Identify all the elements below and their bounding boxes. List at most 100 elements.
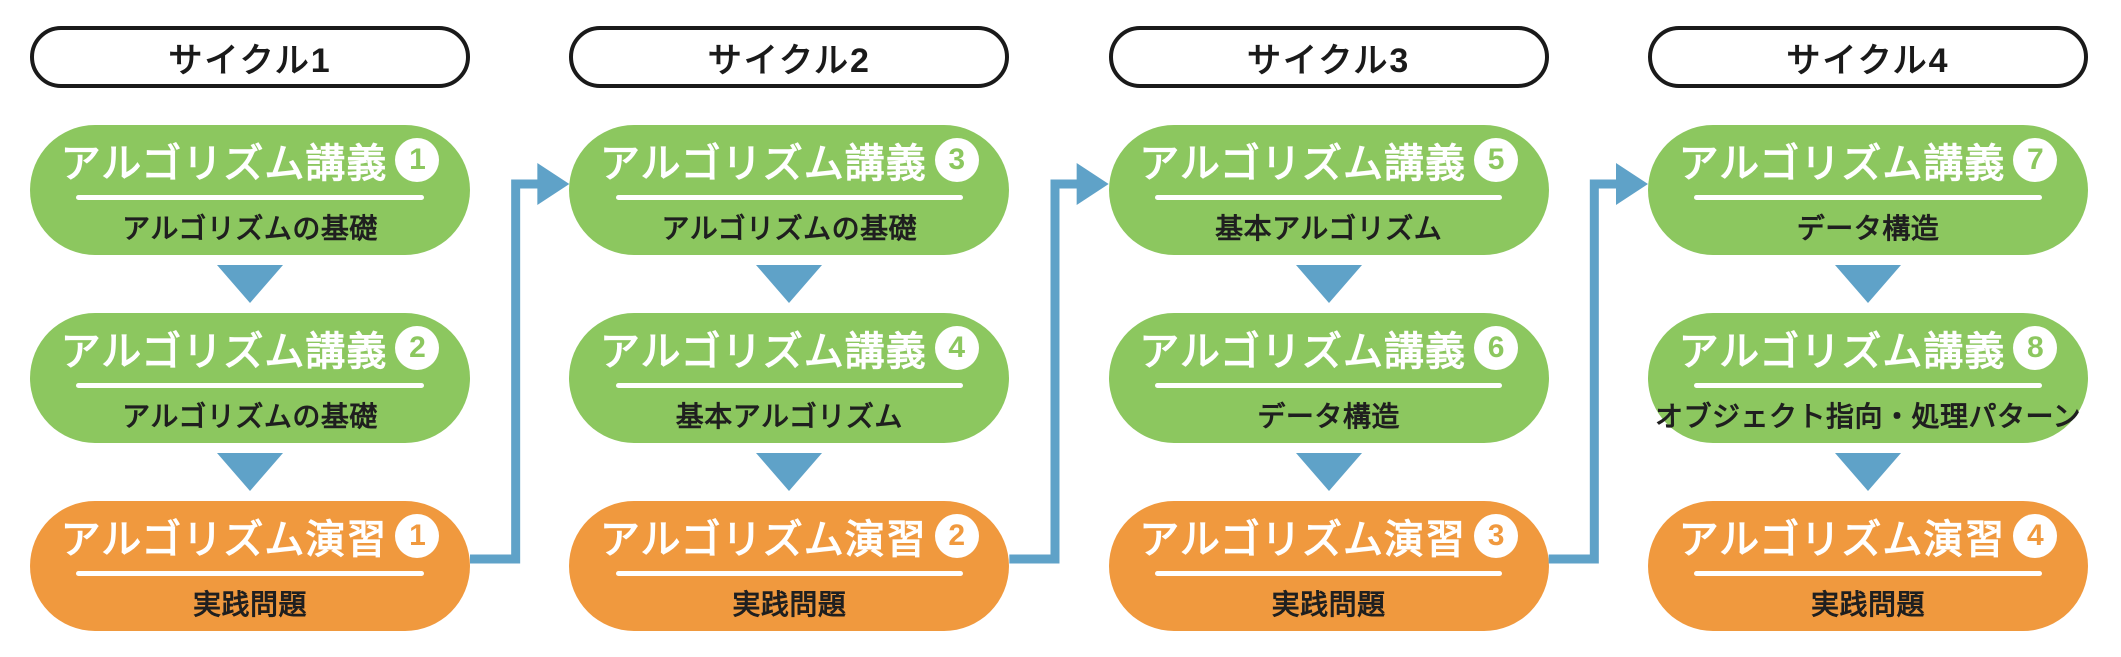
down-arrow-icon	[217, 265, 283, 303]
cycle-header-pill: サイクル4	[1647, 26, 2088, 88]
box-separator	[615, 571, 964, 576]
box-title: アルゴリズム演習	[599, 518, 927, 562]
box-subtitle: データ構造	[1796, 213, 1940, 244]
box-title: アルゴリズム演習	[1678, 518, 2006, 562]
arrow-spacer	[569, 255, 1009, 313]
box-title: アルゴリズム講義	[1139, 330, 1467, 374]
box-subtitle: データ構造	[1257, 401, 1400, 432]
box-subtitle: 基本アルゴリズム	[675, 401, 903, 432]
box-title: アルゴリズム演習	[60, 518, 388, 562]
box-number-badge: 3	[1474, 514, 1519, 558]
box-subtitle: オブジェクト指向・処理パターン	[1654, 401, 2082, 432]
cycle-header-pill: サイクル2	[569, 26, 1010, 88]
box-separator	[76, 571, 424, 576]
cycle-header-pill: サイクル3	[1108, 26, 1549, 88]
box-number-badge: 2	[395, 326, 440, 370]
box-subtitle: 実践問題	[192, 589, 307, 620]
box-separator	[1694, 383, 2042, 388]
header-spacer	[1648, 88, 2088, 125]
box-separator	[1154, 571, 1503, 576]
box-separator	[615, 383, 964, 388]
header-spacer	[1109, 88, 1549, 125]
box-subtitle: アルゴリズムの基礎	[661, 213, 918, 244]
box-subtitle: 実践問題	[732, 589, 847, 620]
box-title: アルゴリズム講義	[1678, 330, 2006, 374]
box-subtitle: アルゴリズムの基礎	[122, 401, 378, 432]
box-title: アルゴリズム講義	[599, 142, 927, 186]
box-separator	[76, 383, 424, 388]
arrow-spacer	[30, 443, 470, 501]
box-title: アルゴリズム講義	[60, 142, 388, 186]
box-number-badge: 1	[395, 138, 440, 182]
box-title: アルゴリズム講義	[60, 330, 388, 374]
box-subtitle: 基本アルゴリズム	[1215, 213, 1443, 244]
arrow-spacer	[30, 255, 470, 313]
down-arrow-icon	[756, 265, 823, 303]
box-number-badge: 1	[395, 514, 440, 558]
box-subtitle: 実践問題	[1810, 589, 1925, 620]
box-separator	[1154, 195, 1503, 200]
box-number-badge: 6	[1474, 326, 1519, 370]
arrow-spacer	[1109, 255, 1549, 313]
box-separator	[615, 195, 964, 200]
box-title: アルゴリズム講義	[1678, 142, 2006, 186]
arrow-spacer	[1109, 443, 1549, 501]
box-number-badge: 3	[934, 138, 979, 182]
header-spacer	[569, 88, 1009, 125]
cycle-header-pill: サイクル1	[30, 26, 470, 88]
box-separator	[1694, 571, 2042, 576]
box-title: アルゴリズム講義	[599, 330, 927, 374]
down-arrow-icon	[1834, 265, 1901, 303]
arrow-spacer	[1648, 255, 2088, 313]
header-spacer	[30, 88, 470, 125]
box-subtitle: 実践問題	[1271, 589, 1386, 620]
box-number-badge: 4	[934, 326, 979, 370]
box-number-badge: 2	[934, 514, 979, 558]
box-title: アルゴリズム講義	[1139, 142, 1467, 186]
down-arrow-icon	[1295, 453, 1362, 491]
down-arrow-icon	[756, 453, 823, 491]
box-separator	[76, 195, 424, 200]
box-separator	[1694, 195, 2042, 200]
box-subtitle: アルゴリズムの基礎	[122, 213, 378, 244]
box-title: アルゴリズム演習	[1139, 518, 1467, 562]
box-number-badge: 4	[2013, 514, 2058, 558]
box-number-badge: 7	[2013, 138, 2058, 182]
arrow-spacer	[569, 443, 1009, 501]
box-number-badge: 5	[1474, 138, 1519, 182]
box-number-badge: 8	[2013, 326, 2058, 370]
box-separator	[1154, 383, 1503, 388]
down-arrow-icon	[1295, 265, 1362, 303]
down-arrow-icon	[1834, 453, 1901, 491]
down-arrow-icon	[217, 453, 283, 491]
